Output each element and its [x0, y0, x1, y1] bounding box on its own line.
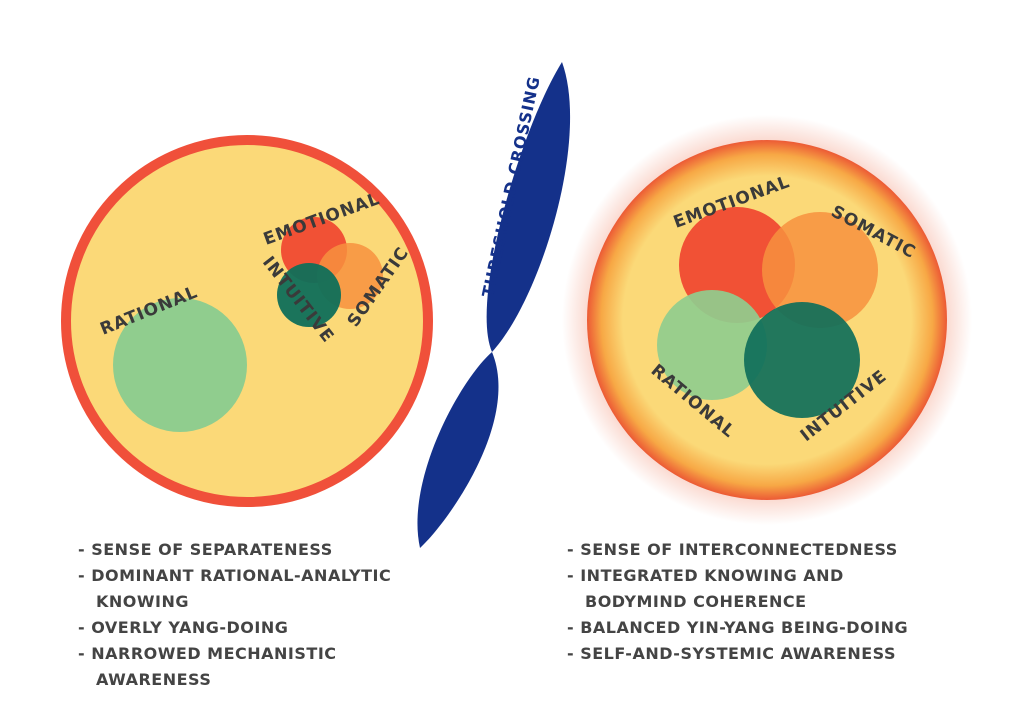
list-item: SENSE OF INTERCONNECTEDNESS	[567, 537, 927, 563]
list-item: DOMINANT RATIONAL-ANALYTIC KNOWING	[78, 563, 408, 615]
left-rational-circle	[113, 298, 247, 432]
left-intuitive-circle	[277, 263, 341, 327]
threshold-shape: THRESHOLD CROSSING	[417, 62, 571, 548]
list-item: BALANCED YIN-YANG BEING-DOING	[567, 615, 927, 641]
left-characteristics-list: SENSE OF SEPARATENESS DOMINANT RATIONAL-…	[78, 537, 408, 693]
list-item: INTEGRATED KNOWING AND BODYMIND COHERENC…	[567, 563, 927, 615]
left-diagram: RATIONAL EMOTIONAL INTUITIVE SOMATIC	[61, 135, 433, 507]
list-item: OVERLY YANG-DOING	[78, 615, 408, 641]
right-diagram: EMOTIONAL SOMATIC RATIONAL INTUITIVE	[562, 115, 972, 525]
list-item: NARROWED MECHANISTIC AWARENESS	[78, 641, 408, 693]
right-somatic-circle	[762, 212, 878, 328]
threshold-lower-lens	[417, 352, 499, 548]
threshold-upper-lens	[486, 62, 571, 352]
right-rational-circle	[657, 290, 767, 400]
right-intuitive-circle	[744, 302, 860, 418]
list-item: SENSE OF SEPARATENESS	[78, 537, 408, 563]
list-item: SELF-AND-SYSTEMIC AWARENESS	[567, 641, 927, 667]
right-characteristics-list: SENSE OF INTERCONNECTEDNESS INTEGRATED K…	[567, 537, 927, 667]
